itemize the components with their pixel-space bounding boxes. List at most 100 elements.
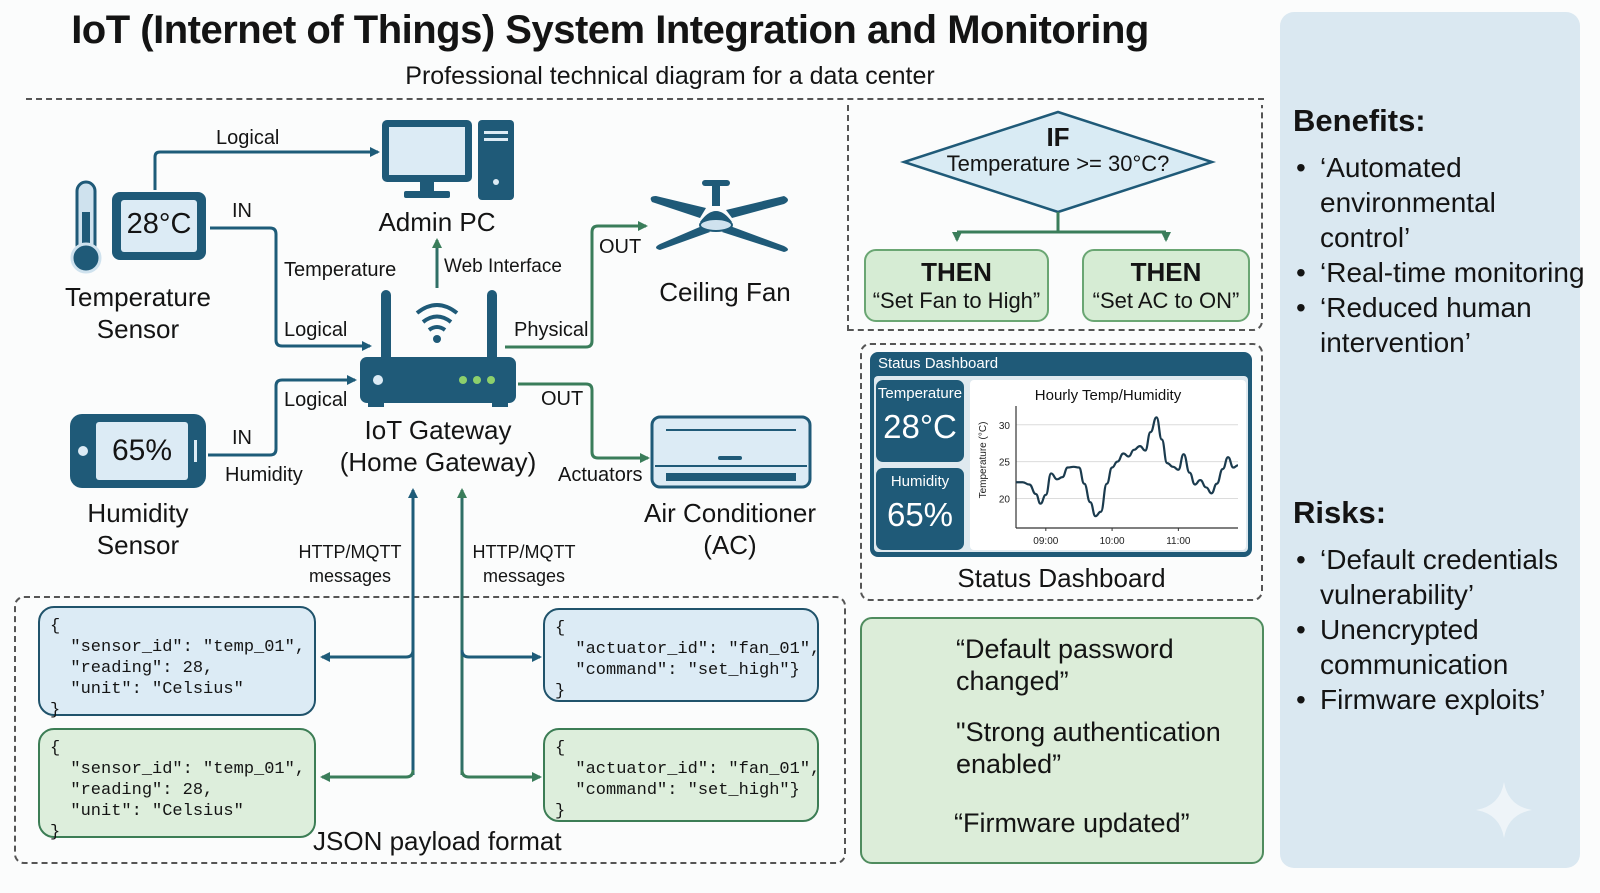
temperature-sensor-label-line1: Temperature [65, 282, 211, 312]
action-ac: “Set AC to ON” [1092, 288, 1240, 313]
rule-then-fan: THEN “Set Fan to High” [864, 249, 1049, 322]
chart-y-tick-label: 30 [999, 421, 1011, 432]
gateway-router-icon [360, 290, 516, 407]
security-item-password-line2: changed” [956, 666, 1069, 696]
dashboard-panel [860, 343, 1263, 601]
arrow-gateway-to-fan [505, 221, 648, 349]
risk-item: Firmware exploits’ [1296, 682, 1586, 717]
temperature-line-chart: Hourly Temp/Humidity Temperature (°C) 20… [978, 387, 1239, 547]
security-item-authentication: "Strong authentication enabled” [956, 716, 1221, 780]
benefits-title: Benefits: [1293, 103, 1426, 138]
humidity-sensor-label: Humidity Sensor [38, 497, 238, 561]
arrow-to-sensor-green [320, 769, 415, 782]
ac-label-line2: (AC) [703, 530, 757, 560]
diagram-connections [70, 110, 1217, 851]
sparkle-icon [1476, 782, 1532, 838]
security-item-firmware: “Firmware updated” [954, 808, 1190, 838]
temperature-series-line [1015, 416, 1239, 518]
chart-x-tick-label: 09:00 [1033, 536, 1058, 547]
arrow-gateway-to-ac [518, 382, 650, 463]
chart-x-tick-label: 10:00 [1100, 536, 1125, 547]
humidity-sensor-label-line1: Humidity [87, 498, 189, 528]
page-title: IoT (Internet of Things) System Integrat… [71, 8, 1149, 52]
arrow-humidity-to-gateway [208, 375, 357, 457]
humidity-sensor-label-line2: Sensor [96, 530, 180, 560]
risks-title: Risks: [1293, 495, 1387, 530]
temperature-sensor-icon [112, 192, 206, 260]
humidity-sensor-icon [70, 414, 206, 488]
arrow-to-actuator-green [460, 769, 542, 782]
benefit-item: ‘Real-time monitoring [1296, 255, 1586, 290]
action-fan: “Set Fan to High” [872, 288, 1041, 313]
temperature-tile: Temperature 28°C [876, 380, 964, 462]
arrow-temp-to-gateway [210, 226, 372, 351]
chart-y-axis-label: Temperature (°C) [978, 422, 989, 499]
air-conditioner-label: Air Conditioner (AC) [630, 497, 830, 561]
chart-title: Hourly Temp/Humidity [1035, 387, 1182, 404]
dashboard-caption: Status Dashboard [957, 563, 1166, 593]
arrow-temp-to-pc [153, 147, 380, 190]
json-sensor-payload-blue: { "sensor_id": "temp_01", "reading": 28,… [38, 606, 316, 720]
ceiling-fan-icon [650, 180, 788, 252]
humidity-tile: Humidity 65% [876, 468, 964, 550]
dashboard-header: Status Dashboard [878, 355, 999, 372]
chart-y-tick-label: 20 [999, 495, 1011, 506]
admin-pc-label: Admin PC [378, 207, 496, 237]
rule-then-ac: THEN “Set AC to ON” [1082, 249, 1250, 322]
chart-y-tick-label: 25 [999, 458, 1011, 469]
risk-item: Unencrypted communication [1296, 612, 1586, 682]
benefit-item: ‘Reduced human intervention’ [1296, 290, 1586, 360]
thermometer-icon [70, 180, 102, 274]
arrow-to-actuator-blue [460, 649, 542, 662]
benefits-list: ‘Automated environmental control’ ‘Real-… [1296, 150, 1586, 360]
benefit-item: ‘Automated environmental control’ [1296, 150, 1586, 255]
rule-branch-line [957, 212, 1166, 234]
label-mqtt-right-line2: messages [482, 566, 566, 586]
sidebar-panel [1280, 12, 1580, 868]
humidity-reading: 65% [111, 434, 173, 467]
chart-area: Hourly Temp/Humidity Temperature (°C) 20… [970, 380, 1246, 550]
security-item-auth-line2: enabled” [956, 749, 1062, 779]
temperature-tile-label: Temperature [877, 385, 963, 402]
page-subtitle: Professional technical diagram for a dat… [405, 62, 935, 90]
temperature-sensor-label: Temperature Sensor [38, 281, 238, 345]
ceiling-fan-label: Ceiling Fan [659, 277, 791, 307]
label-physical: Physical [514, 319, 589, 341]
top-divider [26, 98, 1264, 100]
risks-list: ‘Default credentials vulnerability’ Unen… [1296, 542, 1586, 717]
label-mqtt-left-line1: HTTP/MQTT [298, 542, 402, 562]
rule-if-label: IF [1046, 122, 1070, 152]
security-panel [860, 617, 1264, 864]
json-payload-panel [14, 596, 846, 864]
air-conditioner-icon [650, 415, 812, 489]
security-item-password: “Default password changed” [956, 633, 1174, 697]
temperature-tile-value: 28°C [883, 408, 957, 445]
humidity-tile-value: 65% [886, 496, 954, 533]
risk-item: ‘Default credentials vulnerability’ [1296, 542, 1586, 612]
label-ac-out: OUT [541, 388, 584, 410]
humidity-tile-label: Humidity [890, 473, 950, 490]
ac-label-line1: Air Conditioner [644, 498, 816, 528]
label-mqtt-right-line1: HTTP/MQTT [472, 542, 576, 562]
json-actuator-payload-green: { "actuator_id": "fan_01", "command": "s… [543, 728, 820, 822]
label-temp-data: Temperature [284, 259, 397, 281]
label-temp-to-pc: Logical [216, 127, 280, 149]
rule-panel [847, 105, 1263, 331]
security-item-password-line1: “Default password [956, 634, 1174, 664]
label-humidity-data: Humidity [225, 464, 303, 486]
chart-x-tick-label: 11:00 [1166, 536, 1191, 547]
temperature-sensor-label-line2: Sensor [96, 314, 180, 344]
label-fan-out: OUT [599, 236, 642, 258]
json-payload-title: JSON payload format [313, 826, 562, 856]
gateway-label: IoT Gateway (Home Gateway) [318, 414, 558, 478]
admin-pc-icon [382, 120, 514, 200]
label-mqtt-left: HTTP/MQTT messages [292, 540, 408, 588]
label-web-interface: Web Interface [444, 256, 562, 277]
label-humidity-to-gateway: Logical [284, 389, 348, 411]
label-mqtt-left-line2: messages [308, 566, 392, 586]
gateway-label-line2: (Home Gateway) [339, 447, 537, 477]
temperature-reading: 28°C [126, 208, 192, 240]
json-actuator-payload-blue: { "actuator_id": "fan_01", "command": "s… [543, 608, 820, 702]
security-item-auth-line1: "Strong authentication [956, 717, 1221, 747]
label-actuators: Actuators [558, 464, 643, 486]
